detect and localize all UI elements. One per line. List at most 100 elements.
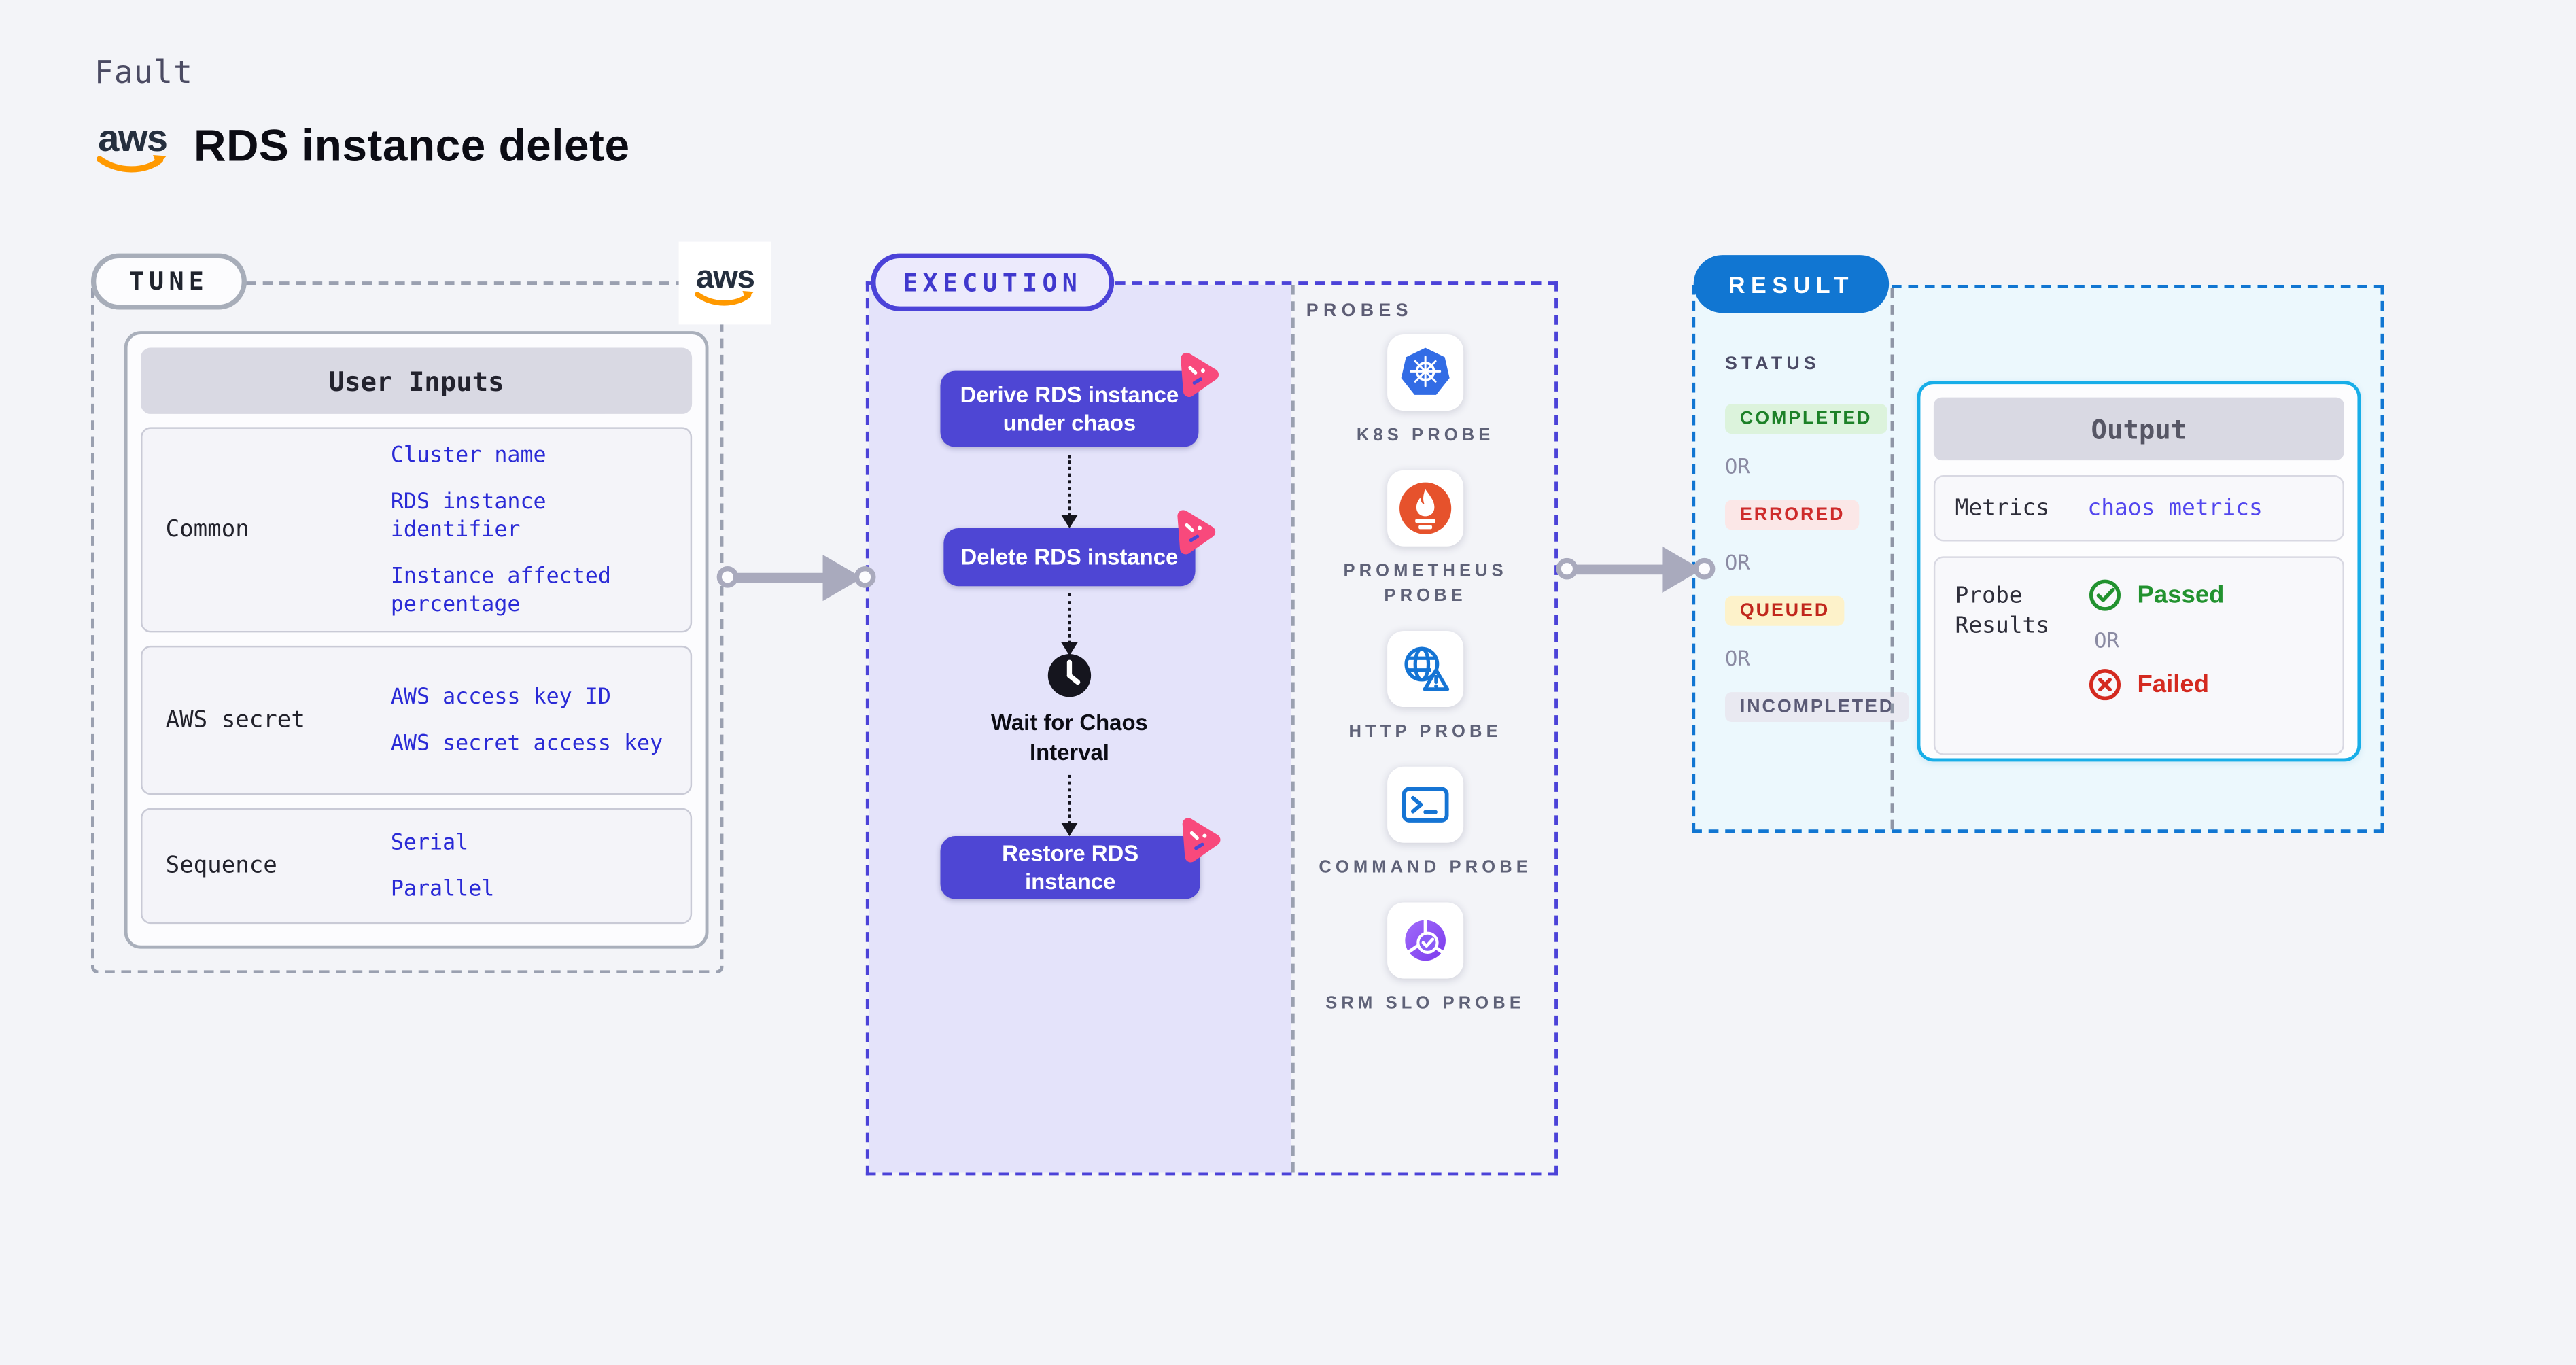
clock-icon [1047,654,1092,697]
result-section: STATUS COMPLETED OR ERRORED OR QUEUED OR… [1692,284,2384,833]
probe-srm-slo: SRM SLO PROBE [1318,902,1533,1016]
step-label: Restore RDS instance [1002,841,1139,895]
x-circle-icon [2089,669,2121,701]
slo-donut-check-icon [1405,919,1446,961]
step-label: Delete RDS instance [960,545,1179,570]
arrow-endpoint [1693,557,1716,580]
chaos-experiment-icon [1177,510,1216,555]
prometheus-icon [1399,482,1452,534]
input-value: AWS secret access key [390,731,663,756]
arrow-endpoint [854,566,876,588]
kubernetes-icon [1401,347,1450,395]
user-inputs-title: User Inputs [141,347,693,414]
probe-results-values: Passed OR Failed [2087,558,2224,702]
probe-label: HTTP PROBE [1348,721,1502,742]
or-separator: OR [1724,549,1750,575]
probe-http: HTTP PROBE [1318,631,1533,745]
terminal-icon [1402,787,1449,823]
table-row: Sequence Serial Parallel [141,808,693,925]
dotted-connector [1060,455,1077,528]
probe-label: K8S PROBE [1356,425,1495,446]
probe-card [1387,631,1464,708]
probes-divider [1291,284,1295,1173]
status-badge-queued: QUEUED [1724,595,1845,626]
probe-card [1387,902,1464,979]
status-badge-completed: COMPLETED [1724,404,1887,434]
or-separator: OR [2094,627,2119,653]
wait-step-label: Wait for Chaos Interval [991,710,1148,765]
dotted-connector [1060,774,1077,837]
tune-badge: TUNE [90,253,247,310]
chaos-experiment-icon [1181,352,1219,398]
input-value: Parallel [390,876,495,902]
failed-line: Failed [2087,668,2224,702]
aws-logo: aws [96,116,168,173]
page-header: aws RDS instance delete [91,116,630,175]
probe-command: COMMAND PROBE [1318,766,1533,881]
status-badge-incompleted: INCOMPLETED [1724,692,1910,722]
input-value: AWS access key ID [390,685,611,710]
page-title: RDS instance delete [193,120,630,170]
input-value: Cluster name [390,443,546,468]
probe-label: SRM SLO PROBE [1325,993,1526,1014]
step-delete-rds-instance: Delete RDS instance [943,510,1216,587]
check-circle-icon [2089,579,2121,611]
result-divider [1890,288,1894,830]
probe-results-row: Probe Results Passed OR [1933,556,2344,755]
aws-logo: aws [695,259,755,306]
table-row: AWS secret AWS access key ID AWS secret … [141,645,693,795]
svg-text:aws: aws [98,116,167,159]
input-value: Instance affected percentage [390,564,611,617]
or-separator: OR [1724,453,1750,479]
chaos-experiment-icon [1182,818,1221,863]
probe-card [1387,470,1464,547]
output-title: Output [1933,397,2344,461]
probe-card [1387,766,1464,843]
probe-prometheus: PROMETHEUS PROBE [1318,470,1533,610]
step-label: Derive RDS instance under chaos [960,382,1179,436]
probe-results-label: Probe Results [1955,583,2050,640]
row-values: Cluster name RDS instance identifier Ins… [390,443,672,617]
wait-step [1046,653,1092,707]
arrow-shaft [1572,564,1669,575]
status-heading: STATUS [1724,354,1820,375]
probes-heading: PROBES [1306,301,1413,322]
status-badge-errored: ERRORED [1724,500,1860,530]
or-separator: OR [1724,645,1750,671]
http-globe-warning-icon [1404,646,1450,691]
svg-text:aws: aws [696,259,754,295]
metrics-row: Metrics chaos metrics [1933,475,2344,542]
failed-label: Failed [2137,670,2210,699]
output-card: Output Metrics chaos metrics Probe Resul… [1917,381,2361,762]
row-label: AWS secret [165,707,305,734]
tune-section [90,281,724,974]
arrow-endpoint [1556,557,1578,580]
probe-card [1387,334,1464,411]
probe-label: PROMETHEUS PROBE [1343,561,1508,606]
row-label: Sequence [165,852,277,880]
input-value: Serial [390,830,469,856]
row-label: Common [165,516,249,543]
passed-label: Passed [2137,581,2225,610]
user-inputs-table: User Inputs Common Cluster name RDS inst… [124,331,709,949]
probe-label: COMMAND PROBE [1319,857,1532,878]
status-column: STATUS COMPLETED OR ERRORED OR QUEUED OR… [1724,354,1910,722]
fault-kind-label: Fault [94,54,194,91]
metrics-value: chaos metrics [2087,495,2263,522]
row-values: AWS access key ID AWS secret access key [391,668,672,774]
flow-arrow [1556,541,1716,598]
row-values: Serial Parallel [391,829,672,902]
probes-column: PROBES K8S PROBE [1293,281,1558,1175]
input-value: RDS instance identifier [390,489,546,542]
arrow-endpoint [716,566,739,588]
arrow-shaft [733,572,830,583]
metrics-label: Metrics [1955,495,2050,522]
passed-line: Passed [2087,578,2224,612]
flow-arrow [716,550,876,606]
table-row: Common Cluster name RDS instance identif… [141,427,693,633]
aws-logo-small: aws [678,241,772,325]
step-restore-rds-instance: Restore RDS instance [940,818,1221,899]
result-badge: RESULT [1693,255,1890,313]
probe-k8s: K8S PROBE [1318,334,1533,449]
